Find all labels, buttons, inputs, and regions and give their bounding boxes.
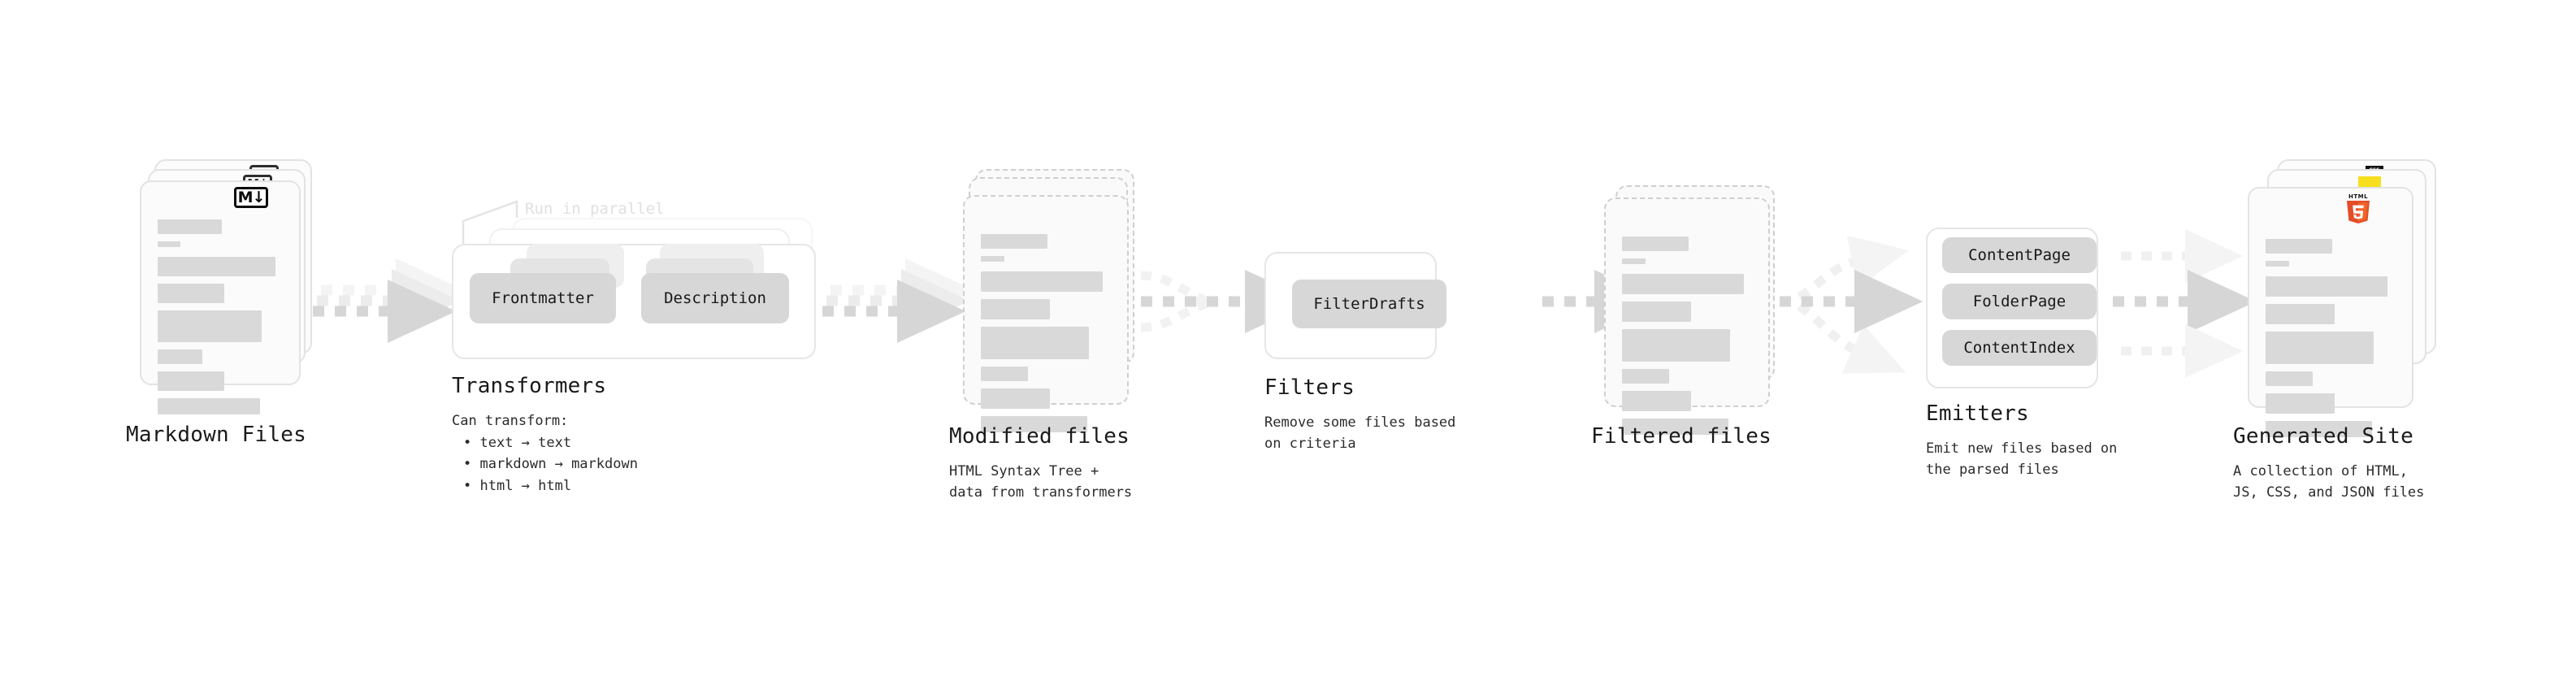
html5-icon: HTML — [2347, 193, 2370, 223]
run-in-parallel-note: Run in parallel — [525, 200, 665, 218]
arrow-markdown-to-transformers — [313, 258, 465, 343]
emitters-chip-folderpage[interactable]: FolderPage — [1942, 284, 2097, 319]
arrow-filtered-to-emitters — [1779, 235, 1923, 374]
emitters-chip-contentindex[interactable]: ContentIndex — [1942, 330, 2097, 366]
emitters-chip-contentpage[interactable]: ContentPage — [1942, 237, 2097, 273]
generated-site-title: Generated Site — [2233, 424, 2413, 449]
modified-file-front — [963, 195, 1129, 432]
markdown-icon: M↓ — [234, 187, 268, 208]
generated-file-content — [2266, 239, 2396, 445]
transformers-bullet-1: markdown → markdown — [452, 453, 637, 475]
filters-subtitle: Remove some files based on criteria — [1264, 414, 1456, 452]
markdown-file-content — [158, 219, 283, 422]
generated-site-subtitle: A collection of HTML, JS, CSS, and JSON … — [2233, 463, 2425, 501]
modified-file-content — [981, 234, 1111, 440]
transformers-bullet-2: html → html — [452, 475, 638, 497]
markdown-file-front — [140, 180, 301, 414]
emitters-title: Emitters — [1926, 401, 2029, 426]
js-icon — [2358, 176, 2381, 189]
modified-files-title: Modified files — [949, 424, 1130, 449]
generated-file-html — [2248, 187, 2413, 437]
arrow-modified-to-filters — [1140, 270, 1314, 333]
transformers-intro: Can transform: — [452, 413, 569, 429]
filters-title: Filters — [1264, 375, 1355, 400]
filtered-file-front — [1604, 197, 1770, 435]
transformers-bullet-0: text → text — [452, 432, 638, 454]
transformers-details: Can transform: text → text markdown → ma… — [452, 410, 638, 497]
filtered-file-content — [1622, 236, 1752, 442]
transformers-title: Transformers — [452, 374, 607, 398]
markdown-files-title: Markdown Files — [126, 423, 306, 447]
arrow-emitters-to-site — [2113, 229, 2257, 378]
svg-text:HTML: HTML — [2348, 193, 2368, 200]
emitters-subtitle: Emit new files based on the parsed files — [1926, 440, 2118, 478]
filtered-files-title: Filtered files — [1591, 424, 1772, 449]
transformer-chip-frontmatter[interactable]: Frontmatter — [470, 273, 616, 323]
transformer-chip-description[interactable]: Description — [641, 273, 789, 323]
parallel-bracket — [462, 200, 518, 244]
arrow-transformers-to-modified — [822, 258, 974, 343]
modified-files-subtitle: HTML Syntax Tree + data from transformer… — [949, 463, 1133, 501]
filters-chip-filterdrafts[interactable]: FilterDrafts — [1292, 280, 1446, 328]
